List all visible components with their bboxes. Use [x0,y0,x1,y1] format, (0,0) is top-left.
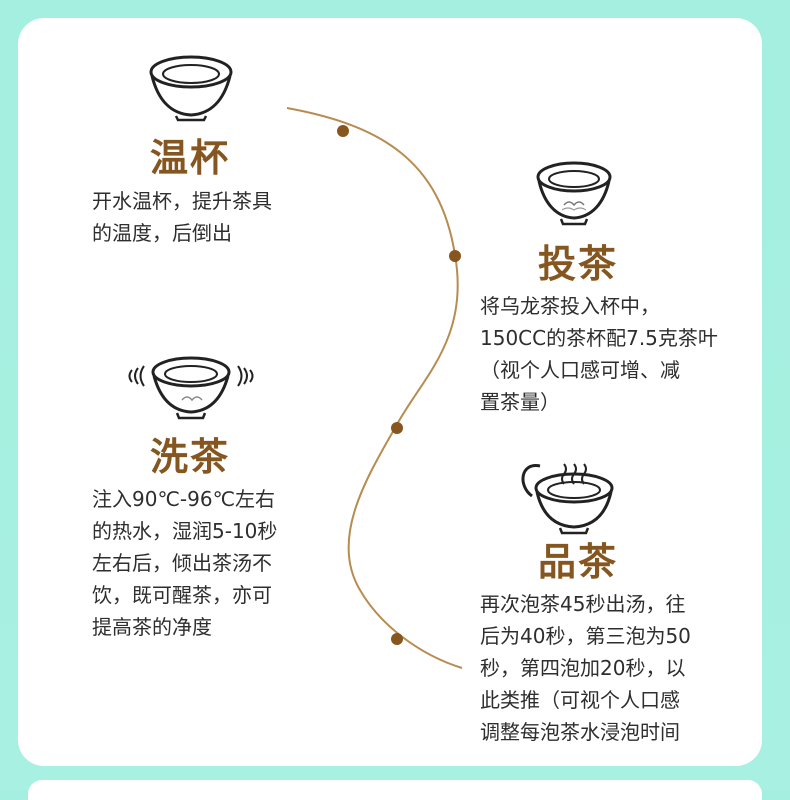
teacup-leaves-icon [536,161,612,226]
timeline-dot [391,633,403,645]
timeline-dot [391,422,403,434]
step-desc-taste-tea: 再次泡茶45秒出汤，往 后为40秒，第三泡为50 秒，第四泡加20秒，以 此类推… [480,592,691,744]
step-title-rinse-tea: 洗茶 [150,434,231,479]
content-card [18,18,762,766]
steaming-teacup-icon [521,463,614,535]
shaking-teacup-icon [128,356,254,420]
step-title-warm-cup: 温杯 [150,135,231,180]
step-desc-warm-cup: 开水温杯，提升茶具 的温度，后倒出 [92,189,272,245]
timeline-dot [449,250,461,262]
timeline-dot [337,125,349,137]
step-title-taste-tea: 品茶 [538,539,619,584]
step-title-add-tea: 投茶 [538,241,619,286]
step-desc-rinse-tea: 注入90℃-96℃左右 的热水，湿润5-10秒 左右后，倾出茶汤不 饮，既可醒茶… [92,487,278,639]
teacup-icon [149,55,233,122]
step-desc-add-tea: 将乌龙茶投入杯中， 150CC的茶杯配7.5克茶叶 （视个人口感可增、减 置茶量… [480,294,718,414]
